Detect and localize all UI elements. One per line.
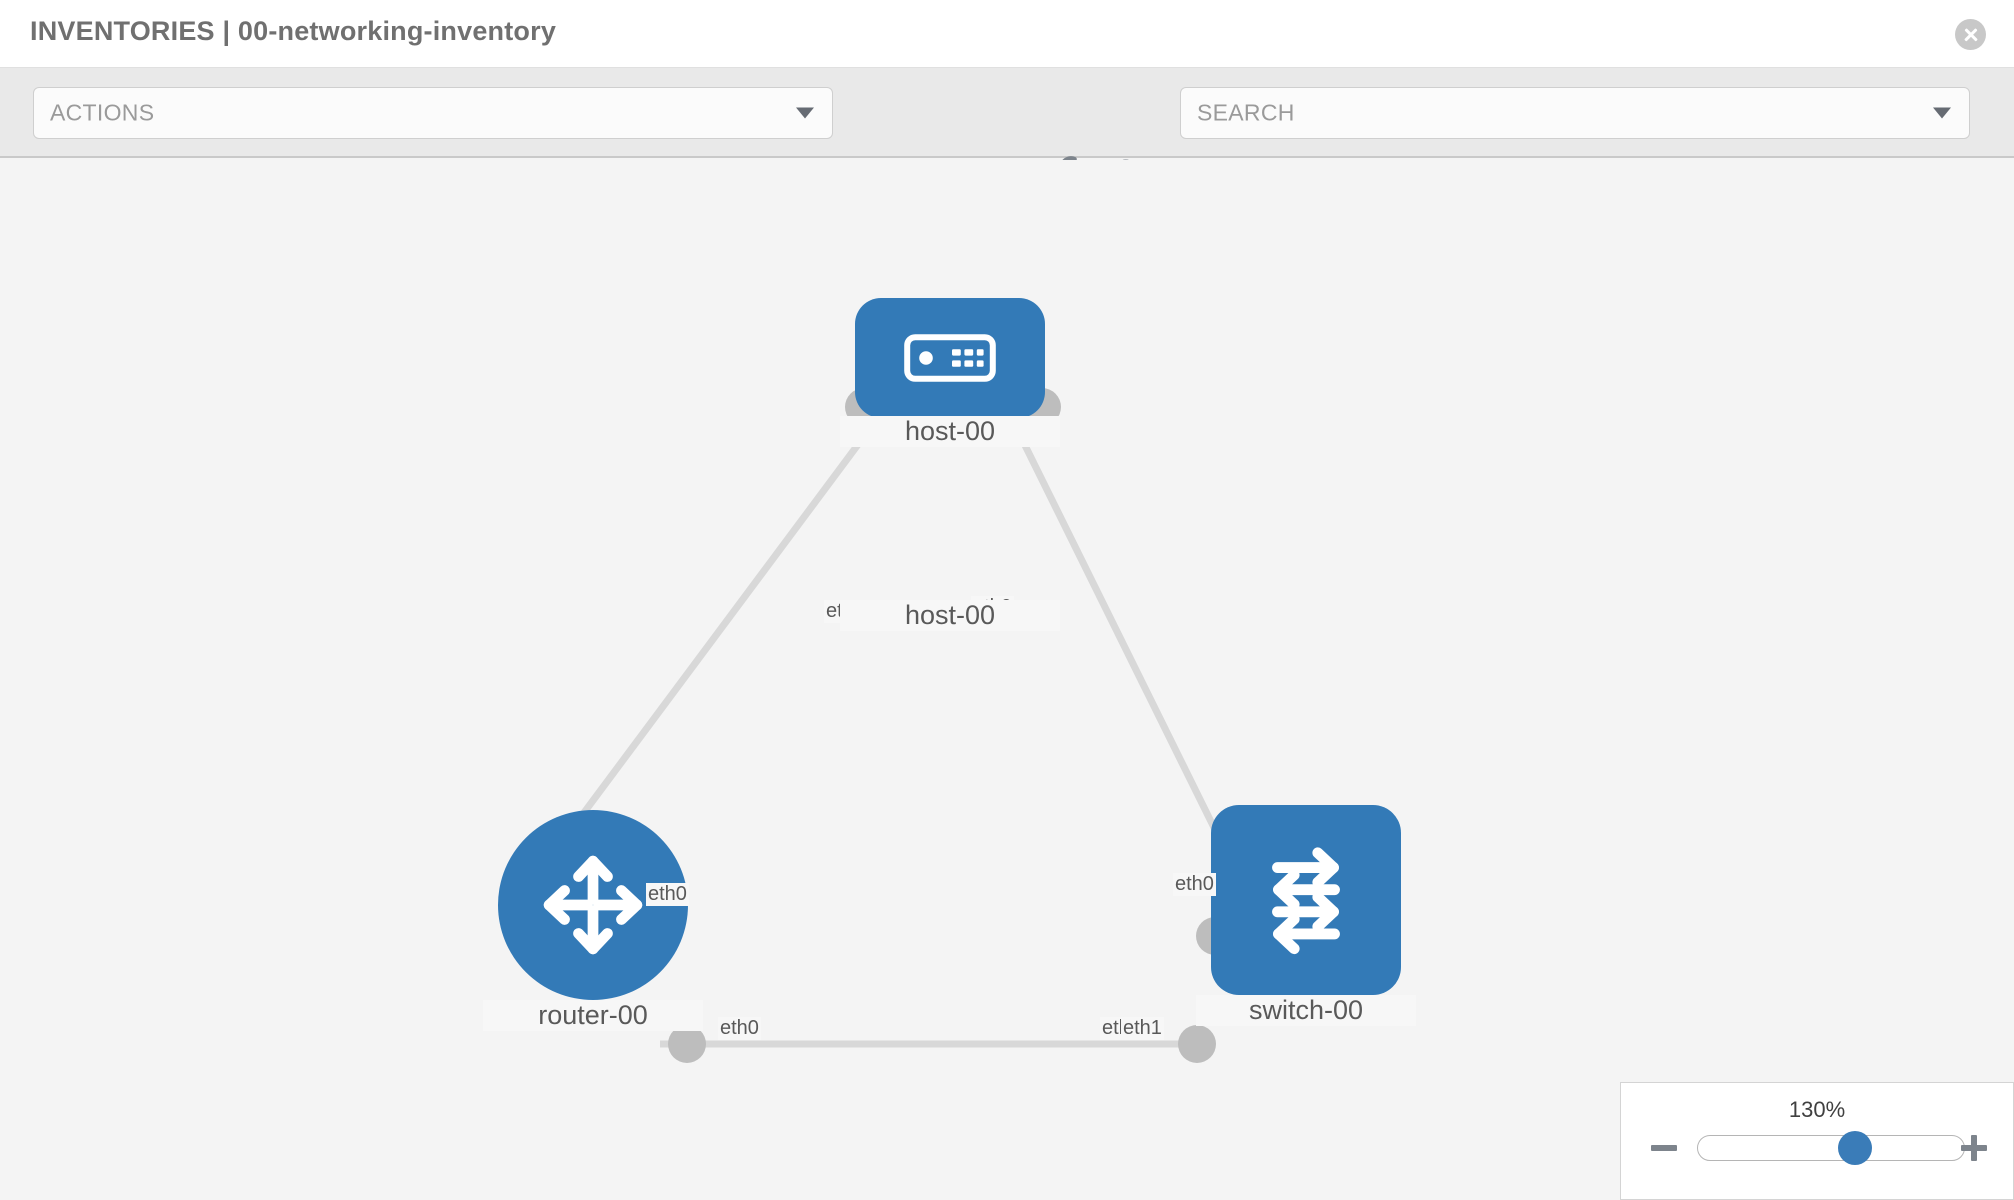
interface-label: eth0 <box>646 883 689 906</box>
node-switch-00-shape[interactable] <box>1211 805 1401 995</box>
chevron-down-icon <box>796 107 814 119</box>
link-host-router <box>542 412 883 868</box>
zoom-level-value: 130% <box>1788 1097 1846 1122</box>
node-host-00[interactable]: host-00 <box>840 298 1060 447</box>
actions-dropdown[interactable]: ACTIONS <box>33 87 833 139</box>
node-router-00-label: router-00 <box>483 1000 703 1031</box>
page-title: INVENTORIES | 00-networking-inventory <box>30 16 557 46</box>
actions-dropdown-label: ACTIONS <box>50 99 155 126</box>
link-host-switch <box>1006 413 1234 862</box>
search-placeholder: SEARCH <box>1197 99 1295 126</box>
zoom-out-button[interactable] <box>1651 1135 1677 1161</box>
switch-icon <box>1272 847 1340 955</box>
zoom-slider-thumb[interactable] <box>1838 1131 1872 1165</box>
page-header: INVENTORIES | 00-networking-inventory <box>0 0 2014 68</box>
search-input[interactable]: SEARCH <box>1180 87 1970 139</box>
link-group <box>542 412 1234 1048</box>
node-switch-00[interactable]: switch-00 <box>1196 805 1416 1026</box>
server-icon <box>904 334 996 382</box>
toolbar: ACTIONS SEARCH <box>0 68 2014 196</box>
node-host-00-shape[interactable] <box>855 298 1045 418</box>
close-icon[interactable] <box>1955 19 1986 50</box>
topology-links <box>542 412 1234 1048</box>
chevron-down-icon <box>1933 107 1951 119</box>
interface-label: eth1 <box>1121 1017 1164 1040</box>
zoom-in-button[interactable] <box>1961 1135 1987 1161</box>
node-host-00-label-overlay: host-00 <box>840 600 1060 631</box>
connector-router-right <box>668 1025 706 1063</box>
router-icon <box>543 855 643 955</box>
interface-label: eth0 <box>1173 873 1216 896</box>
topology-canvas[interactable]: host-00 router-00 <box>0 160 2014 1200</box>
node-host-00-label: host-00 <box>840 416 1060 447</box>
zoom-control-panel: 130% <box>1620 1082 2014 1200</box>
node-switch-00-label: switch-00 <box>1196 995 1416 1026</box>
interface-label: eth0 <box>718 1017 761 1040</box>
connector-switch-left-mid <box>1178 1025 1216 1063</box>
zoom-slider[interactable] <box>1697 1131 1965 1165</box>
